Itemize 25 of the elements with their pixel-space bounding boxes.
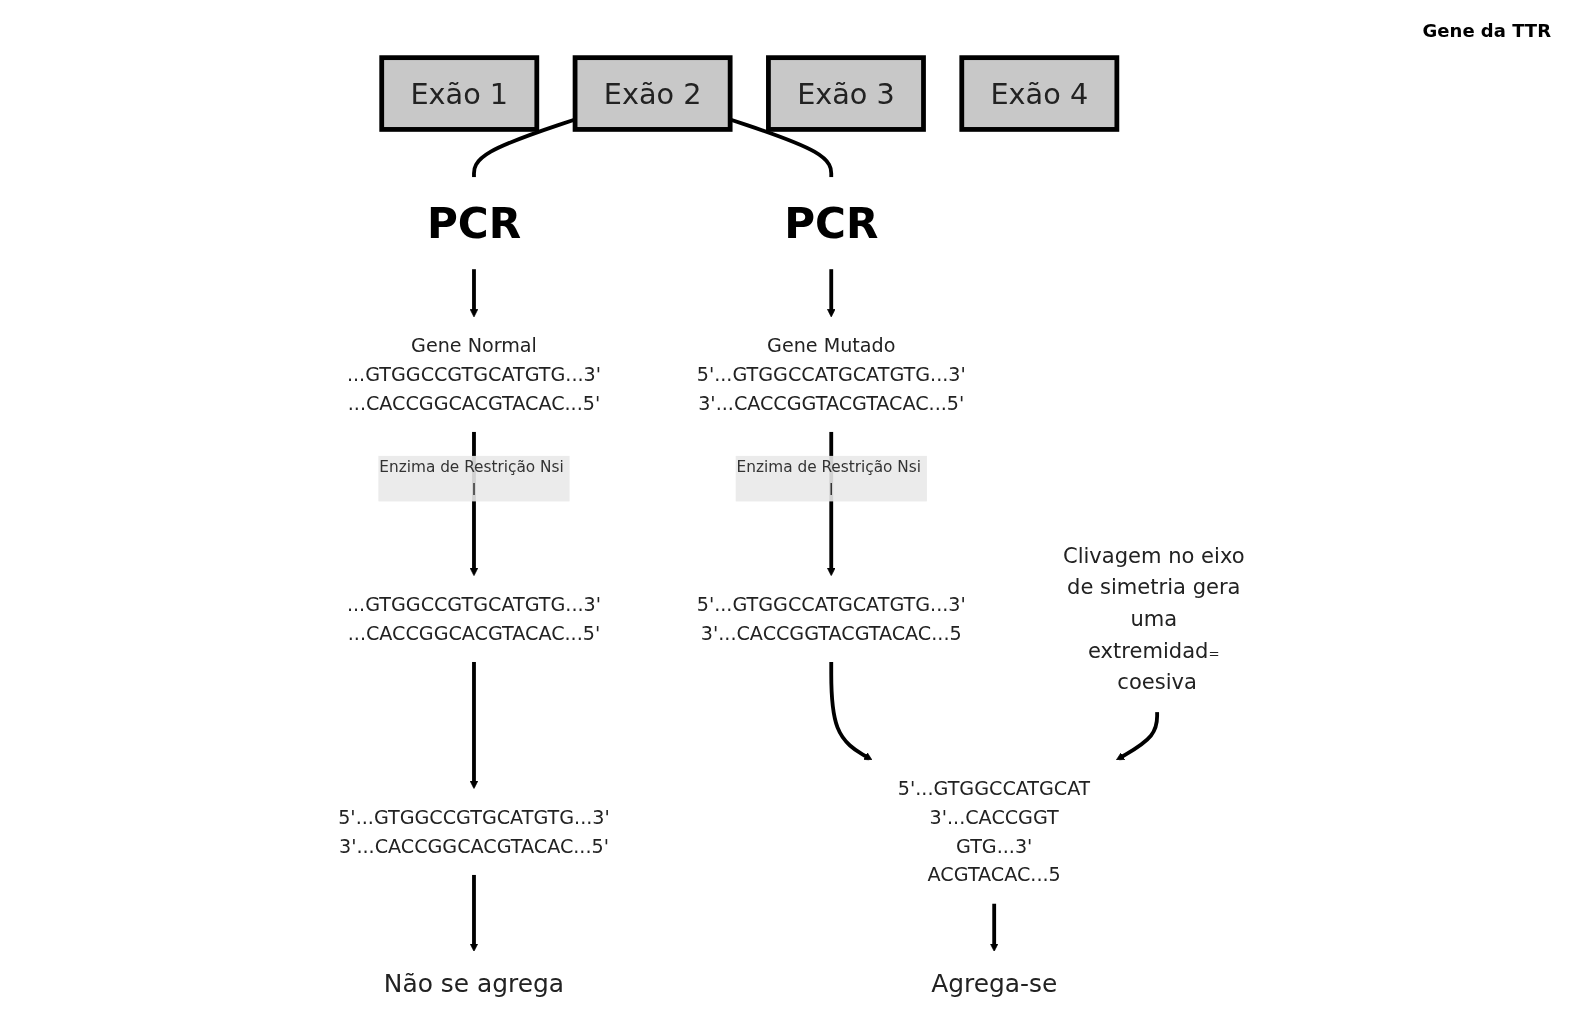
node-text: ...GTGGCCGTGCATGTG...3' ...CACCGGCACGTACAC...5' <box>346 593 602 645</box>
node-box: Exão 4 <box>959 55 1120 132</box>
edge-label: Enzima de Restrição Nsi I <box>736 457 922 499</box>
node-text: 5'...GTGGCCGTGCATGTG...3' 3'...CACCGGCACGTACAC...5' <box>338 805 610 858</box>
arrow <box>469 661 479 790</box>
node-text: 5'...GTGGCCATGCATGTG...3' 3'...CACCGGTACGTACAC...5 <box>696 593 966 645</box>
arrow <box>990 903 999 952</box>
edge-label: Enzima de Restrição Nsi I <box>379 457 564 499</box>
arrow <box>469 874 479 952</box>
node-box: Exão 1 <box>379 55 540 132</box>
node-text: Agrega-se <box>931 969 1058 999</box>
arrow <box>827 269 836 318</box>
node-text: Gene Normal ...GTGGCCGTGCATGTG...3' ...CACCGGCACGTACAC...5' <box>346 334 602 415</box>
node-text: Não se agrega <box>383 969 565 999</box>
node-text: Gene Mutado 5'...GTGGCCATGCATGTG...3' 3'...CACCGGTACGTACAC...5' <box>696 334 966 415</box>
arrow <box>1116 712 1160 761</box>
node-text: 5'...GTGGCCATGCAT 3'...CACCGGT GTG...3' ACGTACAC...5 <box>897 777 1091 887</box>
node-text: Clivagem no eixo de simetria gera uma extremidad₌ coesiva <box>1062 543 1245 694</box>
node-text: PCR <box>426 198 522 248</box>
gene-label: Gene da TTR <box>1422 20 1551 41</box>
arrow <box>469 269 479 318</box>
node-box: Exão 3 <box>766 55 926 132</box>
arrow <box>829 661 873 761</box>
node-box: Exão 2 <box>572 55 733 132</box>
node-text: PCR <box>784 198 879 248</box>
